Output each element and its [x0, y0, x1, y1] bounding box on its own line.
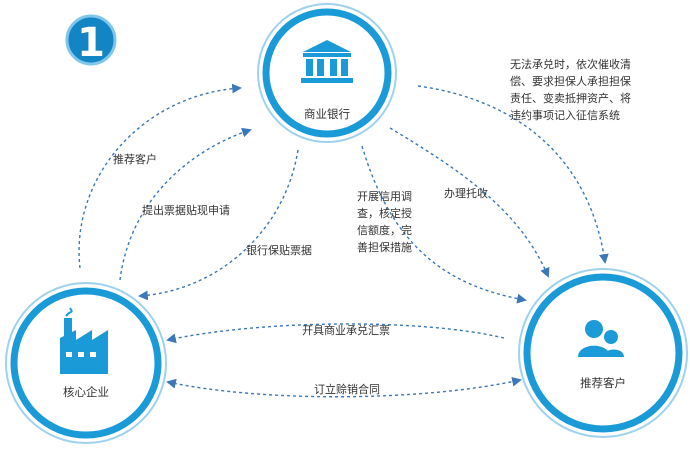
default-action-line: 偿、要求担保人承担担保: [510, 75, 631, 89]
edge-label-acceptance-bill: 开具商业承兑汇票: [302, 324, 390, 337]
bank-label: 商业银行: [304, 107, 350, 121]
client-label: 推荐客户: [580, 376, 626, 390]
factory-icon: [60, 307, 108, 374]
edge-label-entrust: 办理托收: [444, 187, 488, 200]
arrow-acceptance-bill: [166, 323, 505, 344]
credit-check-line: 开展信用调: [357, 190, 412, 203]
arrow-bank-guarantee: [138, 149, 299, 301]
default-action-line: 责任、变卖抵押资产、将: [510, 92, 631, 106]
edge-label-credit-check: 开展信用调 查，核定授 信额度，完 善担保措施: [357, 188, 412, 256]
enterprise-label: 核心企业: [63, 385, 109, 399]
arrow-entrust: [389, 127, 550, 278]
node-client[interactable]: [518, 268, 688, 438]
edge-label-recommend: 推荐客户: [113, 153, 157, 166]
credit-check-line: 信额度，完: [357, 224, 412, 238]
users-icon: [578, 320, 624, 357]
credit-check-line: 善担保措施: [357, 241, 412, 255]
arrow-discount-request: [119, 127, 252, 281]
step-badge-number: 1: [77, 20, 105, 66]
edge-label-default-action: 无法承兑时，依次催收清 偿、要求担保人承担担保 责任、变卖抵押资产、将 违约事项…: [510, 56, 631, 124]
arrow-recommend-client: [78, 83, 242, 269]
edge-label-bank-guarantee: 银行保贴票据: [246, 244, 312, 257]
default-action-line: 无法承兑时，依次催收清: [510, 58, 631, 71]
node-bank[interactable]: [257, 3, 397, 143]
node-enterprise[interactable]: [5, 282, 167, 444]
edge-label-discount-request: 提出票据贴现申请: [142, 204, 230, 217]
step-badge: 1: [65, 14, 117, 66]
default-action-line: 违约事项记入征信系统: [510, 109, 620, 123]
credit-check-line: 查，核定授: [357, 207, 412, 221]
edge-label-sales-contract: 订立赊销合同: [314, 383, 380, 396]
arrow-default-action: [417, 85, 609, 264]
bank-icon: [301, 40, 353, 83]
